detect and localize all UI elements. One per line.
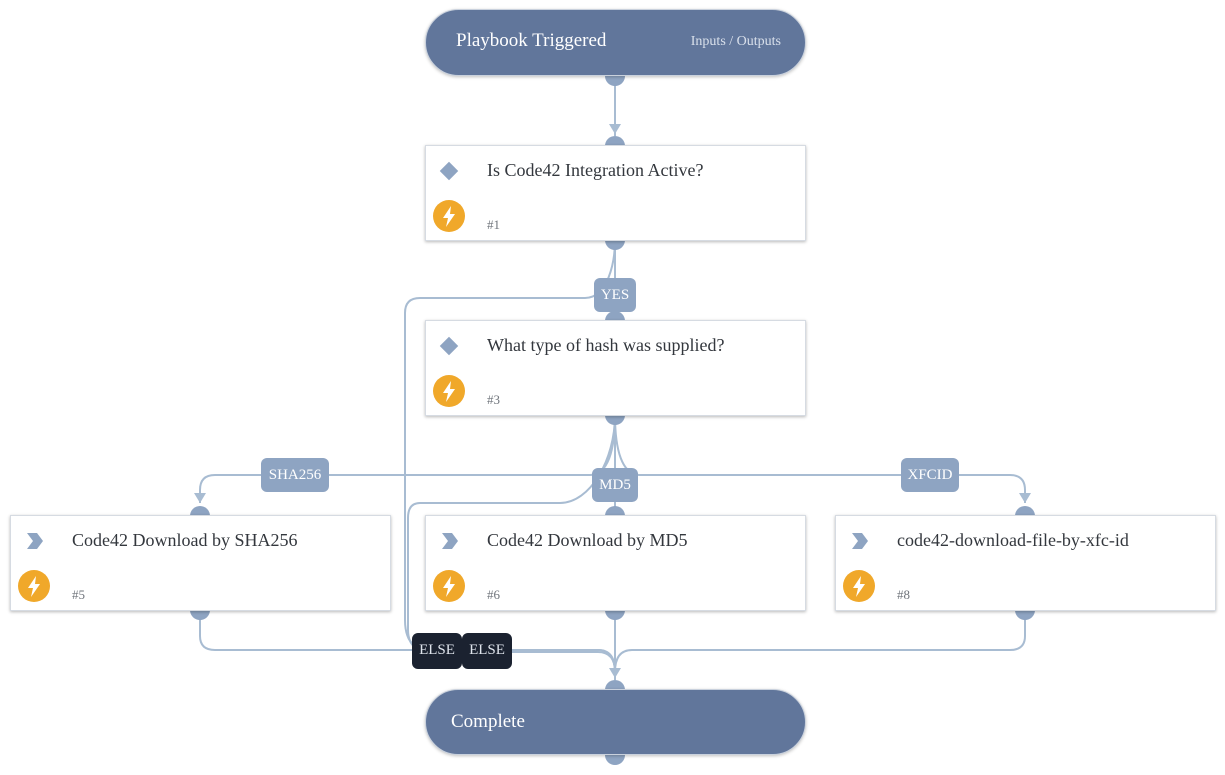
inputs-outputs-link[interactable]: Inputs / Outputs bbox=[690, 34, 781, 49]
task-6[interactable]: Code42 Download by MD5 #6 bbox=[425, 515, 806, 611]
start-node[interactable]: Playbook Triggered Inputs / Outputs bbox=[425, 9, 806, 76]
input-port bbox=[605, 136, 625, 146]
input-port bbox=[605, 680, 625, 690]
output-port bbox=[605, 76, 625, 86]
arrowhead bbox=[1019, 493, 1031, 503]
output-port bbox=[605, 240, 625, 250]
arrowhead bbox=[194, 493, 206, 503]
task-name: Code42 Download by SHA256 bbox=[72, 530, 298, 550]
task-name: code42-download-file-by-xfc-id bbox=[897, 530, 1129, 550]
lightning-icon bbox=[433, 375, 465, 407]
end-title: Complete bbox=[451, 711, 525, 732]
lightning-icon bbox=[843, 570, 875, 602]
task-id: #3 bbox=[487, 392, 500, 407]
edge-label-else[interactable]: ELSE bbox=[412, 633, 462, 669]
task-id: #6 bbox=[487, 587, 500, 602]
edge-label-md5[interactable]: MD5 bbox=[592, 468, 638, 502]
start-title: Playbook Triggered bbox=[456, 30, 607, 51]
output-port bbox=[605, 415, 625, 425]
input-port bbox=[190, 506, 210, 516]
edge-label-else[interactable]: ELSE bbox=[462, 633, 512, 669]
output-port bbox=[605, 755, 625, 765]
chevron-icon bbox=[442, 533, 458, 549]
input-port bbox=[1015, 506, 1035, 516]
edge-5-to-end bbox=[199, 610, 616, 673]
edge-3-to-8 bbox=[614, 414, 1026, 503]
task-id: #1 bbox=[487, 217, 500, 232]
task-id: #5 bbox=[72, 587, 85, 602]
edge-label-sha256[interactable]: SHA256 bbox=[261, 458, 329, 492]
edge-label-xfcid[interactable]: XFCID bbox=[901, 458, 959, 492]
chevron-icon bbox=[852, 533, 868, 549]
chevron-icon bbox=[27, 533, 43, 549]
diamond-icon bbox=[439, 161, 459, 181]
task-name: What type of hash was supplied? bbox=[487, 335, 725, 355]
end-node[interactable]: Complete bbox=[425, 689, 806, 755]
input-port bbox=[605, 506, 625, 516]
edge-label-yes[interactable]: YES bbox=[594, 278, 636, 312]
output-port bbox=[1015, 610, 1035, 620]
output-port bbox=[190, 610, 210, 620]
lightning-icon bbox=[18, 570, 50, 602]
input-port bbox=[605, 311, 625, 321]
diamond-icon bbox=[439, 336, 459, 356]
task-1[interactable]: Is Code42 Integration Active? #1 bbox=[425, 145, 806, 241]
task-5[interactable]: Code42 Download by SHA256 #5 bbox=[10, 515, 391, 611]
task-name: Code42 Download by MD5 bbox=[487, 530, 688, 550]
edge-8-to-end bbox=[614, 610, 1026, 673]
task-3[interactable]: What type of hash was supplied? #3 bbox=[425, 320, 806, 416]
arrowhead bbox=[609, 668, 621, 678]
task-8[interactable]: code42-download-file-by-xfc-id #8 bbox=[835, 515, 1216, 611]
lightning-icon bbox=[433, 200, 465, 232]
output-port bbox=[605, 610, 625, 620]
task-id: #8 bbox=[897, 587, 910, 602]
lightning-icon bbox=[433, 570, 465, 602]
task-name: Is Code42 Integration Active? bbox=[487, 160, 704, 180]
edge-3-to-5 bbox=[199, 414, 616, 503]
arrowhead bbox=[609, 124, 621, 134]
